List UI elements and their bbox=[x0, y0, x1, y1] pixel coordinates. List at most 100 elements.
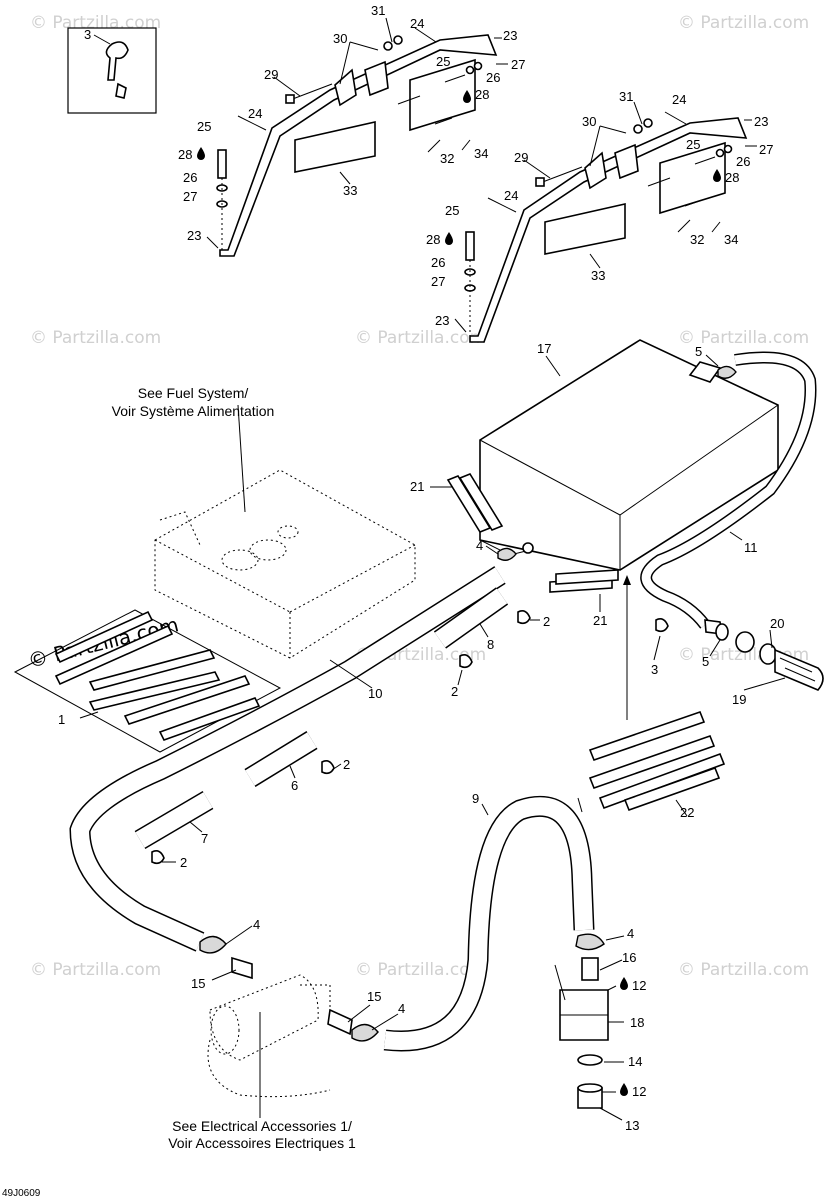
part-label: 24 bbox=[248, 106, 262, 121]
part-label: 30 bbox=[582, 114, 596, 129]
inset-box: 3 bbox=[67, 27, 157, 114]
short-hoses bbox=[134, 587, 509, 850]
part-label: 22 bbox=[680, 805, 694, 820]
diagram-code: 49J0609 bbox=[2, 1188, 41, 1199]
drop-icon bbox=[713, 169, 721, 182]
drop-icon bbox=[445, 232, 453, 245]
part-label: 31 bbox=[371, 3, 385, 18]
part-label: 2 bbox=[343, 757, 350, 772]
part-label: 18 bbox=[630, 1015, 644, 1030]
watermark: © Partzilla.com bbox=[355, 960, 486, 980]
part-label: 30 bbox=[333, 31, 347, 46]
part-label: 2 bbox=[543, 614, 550, 629]
part-label: 4 bbox=[476, 538, 483, 553]
hose-10 bbox=[69, 566, 506, 952]
hose-9 bbox=[383, 795, 595, 1052]
leader-lines bbox=[79, 17, 786, 1121]
small-clamps bbox=[151, 365, 737, 865]
part-label: 26 bbox=[183, 170, 197, 185]
pump-outline bbox=[207, 974, 331, 1098]
part-label: 15 bbox=[367, 989, 381, 1004]
part-label: 5 bbox=[695, 344, 702, 359]
note-line: Voir Accessoires Electriques 1 bbox=[168, 1135, 356, 1151]
strip-21 bbox=[446, 473, 619, 593]
part-label: 4 bbox=[398, 1001, 405, 1016]
drop-icon bbox=[620, 1083, 628, 1096]
fitting-19-assembly bbox=[715, 623, 824, 691]
watermark: © Partzilla.com bbox=[30, 960, 161, 980]
part-label: 28 bbox=[475, 87, 489, 102]
part-label: 23 bbox=[503, 28, 517, 43]
part-label: 5 bbox=[702, 654, 709, 669]
part-label: 26 bbox=[736, 154, 750, 169]
part-labels: 31 24 30 23 25 27 26 29 28 24 25 28 32 3… bbox=[58, 3, 784, 1133]
part-label: 25 bbox=[197, 119, 211, 134]
watermark: © Partzilla.com bbox=[355, 328, 486, 348]
part-label: 12 bbox=[632, 978, 646, 993]
part-label: 23 bbox=[435, 313, 449, 328]
bracket-assembly-left bbox=[216, 34, 498, 257]
rubber-strip-set-22 bbox=[588, 710, 726, 812]
part-label: 25 bbox=[436, 54, 450, 69]
note-fuel-system: See Fuel System/ Voir Système Alimentati… bbox=[112, 385, 275, 419]
watermark: © Partzilla.com bbox=[678, 328, 809, 348]
watermark: © Partzilla.com bbox=[678, 13, 809, 33]
note-line: Voir Système Alimentation bbox=[112, 403, 275, 419]
part-label: 27 bbox=[511, 57, 525, 72]
part-label: 2 bbox=[451, 684, 458, 699]
bracket-assembly-right bbox=[464, 117, 748, 343]
part-label: 34 bbox=[474, 146, 488, 161]
note-line: See Fuel System/ bbox=[138, 385, 249, 401]
part-label: 33 bbox=[591, 268, 605, 283]
part-label: 3 bbox=[84, 27, 91, 42]
part-label: 29 bbox=[514, 150, 528, 165]
part-label: 8 bbox=[487, 637, 494, 652]
drop-icon bbox=[197, 147, 205, 160]
watermark: © Partzilla.com bbox=[30, 13, 161, 33]
part-label: 24 bbox=[410, 16, 424, 31]
part-label: 27 bbox=[759, 142, 773, 157]
part-label: 23 bbox=[187, 228, 201, 243]
fuel-tank-outline bbox=[154, 469, 416, 659]
part-label: 28 bbox=[178, 147, 192, 162]
watermark: © Partzilla.com bbox=[30, 328, 161, 348]
part-label: 34 bbox=[724, 232, 738, 247]
part-label: 2 bbox=[180, 855, 187, 870]
part-label: 25 bbox=[686, 137, 700, 152]
part-label: 28 bbox=[725, 170, 739, 185]
drop-icon bbox=[463, 90, 471, 103]
drop-icon bbox=[620, 977, 628, 990]
part-label: 4 bbox=[253, 917, 260, 932]
watermark: © Partzilla.com bbox=[678, 960, 809, 980]
part-label: 20 bbox=[770, 616, 784, 631]
part-label: 21 bbox=[410, 479, 424, 494]
part-label: 24 bbox=[672, 92, 686, 107]
part-label: 15 bbox=[191, 976, 205, 991]
part-label: 27 bbox=[183, 189, 197, 204]
part-label: 23 bbox=[754, 114, 768, 129]
part-label: 26 bbox=[486, 70, 500, 85]
part-label: 25 bbox=[445, 203, 459, 218]
part-label: 24 bbox=[504, 188, 518, 203]
part-label: 12 bbox=[632, 1084, 646, 1099]
part-label: 13 bbox=[625, 1118, 639, 1133]
part-label: 3 bbox=[651, 662, 658, 677]
clamp-and-fittings bbox=[199, 933, 609, 1109]
rubber-strip-set-1 bbox=[13, 609, 282, 753]
part-label: 33 bbox=[343, 183, 357, 198]
part-label: 11 bbox=[744, 540, 758, 555]
part-label: 31 bbox=[619, 89, 633, 104]
part-label: 7 bbox=[201, 831, 208, 846]
part-label: 17 bbox=[537, 341, 551, 356]
part-label: 1 bbox=[58, 712, 65, 727]
part-label: 4 bbox=[627, 926, 634, 941]
part-label: 9 bbox=[472, 791, 479, 806]
part-label: 29 bbox=[264, 67, 278, 82]
part-label: 10 bbox=[368, 686, 382, 701]
part-label: 27 bbox=[431, 274, 445, 289]
arrow-up-icon bbox=[577, 575, 631, 813]
part-label: 32 bbox=[690, 232, 704, 247]
note-electrical: See Electrical Accessories 1/ Voir Acces… bbox=[168, 1118, 356, 1151]
part-label: 21 bbox=[593, 613, 607, 628]
